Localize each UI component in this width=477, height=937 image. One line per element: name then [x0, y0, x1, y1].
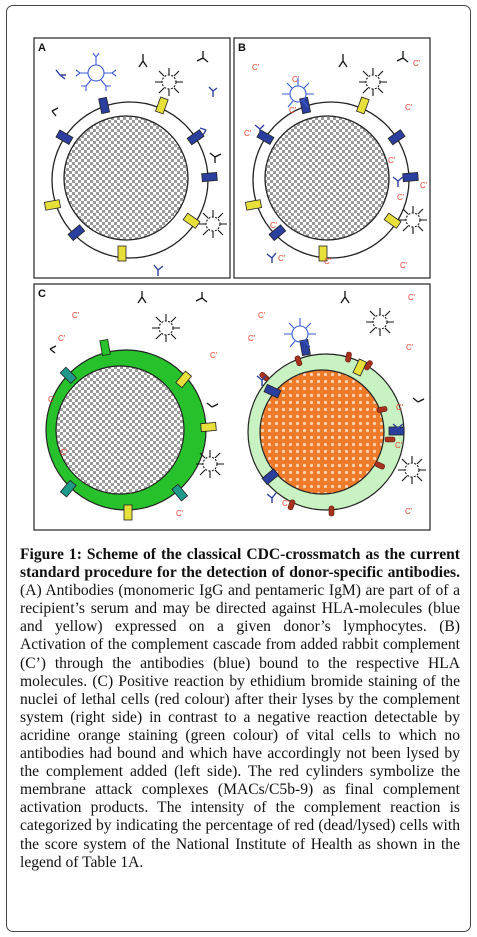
figure-caption: Figure 1: Scheme of the classical CDC-cr… — [20, 546, 460, 872]
svg-text:C': C' — [282, 499, 290, 508]
svg-text:C': C' — [176, 509, 184, 518]
lymphocyte-cell-icon — [366, 308, 426, 484]
igm-pentamer-icon — [75, 52, 117, 91]
svg-text:C': C' — [324, 257, 332, 266]
caption-body: (A) Antibodies (monomeric IgG and pentam… — [20, 582, 460, 871]
hla-antigens-c-right — [261, 338, 405, 486]
svg-text:C': C' — [388, 156, 396, 165]
svg-text:C': C' — [405, 103, 413, 112]
complement-c-icon: C' C' C' C' C' C' — [48, 311, 218, 518]
svg-text:C': C' — [289, 106, 297, 115]
igm-pentamer-icon — [284, 318, 316, 348]
svg-text:C': C' — [406, 343, 414, 352]
igg-antibody-icon — [340, 291, 425, 403]
svg-text:C': C' — [244, 129, 252, 138]
svg-text:C': C' — [210, 351, 218, 360]
svg-text:C': C' — [60, 448, 68, 457]
hla-antigens-a — [43, 96, 218, 262]
complement-c-icon: C' C' C' C' C' C' C' C' — [248, 293, 416, 516]
lymphocyte-cell-icon — [359, 68, 427, 234]
igg-antibody-icon — [51, 51, 222, 163]
svg-text:C': C' — [396, 403, 404, 412]
igm-pentamer-icon — [282, 78, 314, 108]
lymphocyte-cell-icon — [51, 101, 209, 259]
svg-text:C': C' — [252, 63, 260, 72]
igg-antibody-icon-blue — [55, 69, 218, 276]
complement-c-icon: C' C' C' C' C' C' C' C' C' C' C' C' C' — [244, 59, 428, 270]
hla-antigens-c-left — [59, 338, 217, 521]
panel-c-label: C — [38, 288, 46, 300]
svg-text:C': C' — [397, 193, 405, 202]
panel-b-label: B — [238, 42, 246, 54]
svg-text:C': C' — [48, 395, 56, 404]
lysed-cell — [247, 353, 405, 511]
lymphocyte-cell-icon — [252, 101, 410, 259]
igg-antibody-icon — [49, 291, 219, 408]
svg-text:C': C' — [248, 334, 256, 343]
caption-lead: Figure 1: Scheme of the classical CDC-cr… — [20, 546, 460, 582]
lymphocyte-cell-icon — [155, 68, 227, 238]
svg-text:C': C' — [405, 507, 413, 516]
svg-text:C': C' — [400, 261, 408, 270]
svg-text:C': C' — [395, 441, 403, 450]
igg-antibody-icon-blue — [254, 124, 404, 263]
svg-text:C': C' — [420, 181, 428, 190]
svg-text:C': C' — [270, 221, 278, 230]
svg-text:C': C' — [72, 311, 80, 320]
svg-text:C': C' — [413, 59, 421, 68]
svg-text:C': C' — [58, 334, 66, 343]
svg-text:C': C' — [278, 254, 286, 263]
igg-antibody-icon — [338, 51, 409, 68]
hla-antigens-b — [244, 96, 419, 262]
figure-illustration: A B C — [33, 37, 431, 531]
igg-antibody-icon-blue — [256, 375, 404, 503]
membrane-attack-complex-icon — [259, 351, 396, 517]
lymphocyte-cell-icon — [152, 314, 224, 478]
panel-a-label: A — [38, 42, 46, 54]
svg-text:C': C' — [292, 75, 300, 84]
svg-text:C': C' — [258, 311, 266, 320]
svg-text:C': C' — [408, 293, 416, 302]
